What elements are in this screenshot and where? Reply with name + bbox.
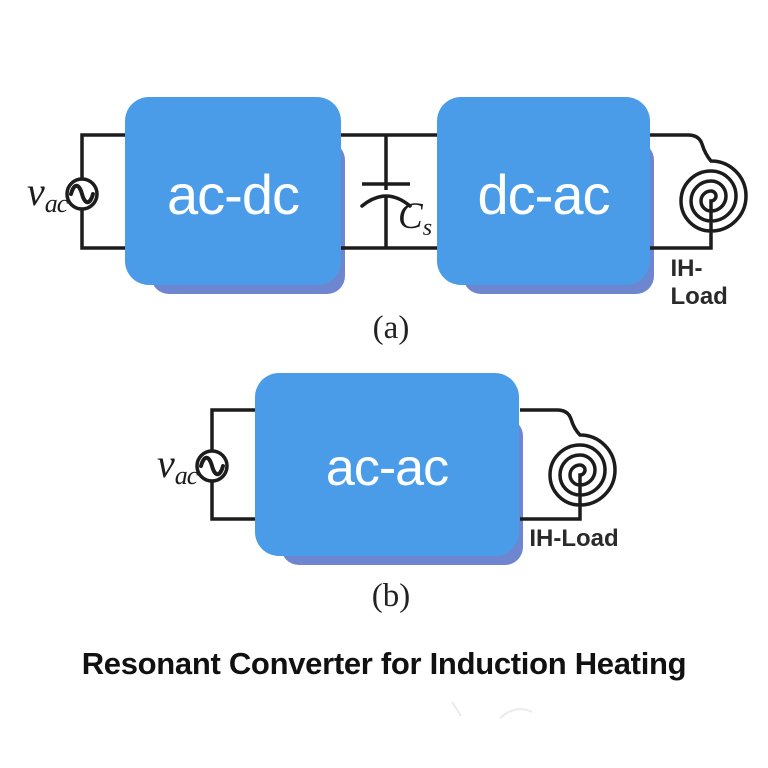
ih-coil-b	[520, 408, 617, 521]
capacitor-label-symbol: C	[398, 196, 423, 237]
ac-source-sine-b	[199, 455, 225, 477]
capacitor-label-subscript: s	[422, 215, 433, 241]
ih-coil-a	[650, 133, 748, 250]
ac-source-symbol-b	[195, 449, 229, 483]
source-label-a: vac	[27, 169, 69, 218]
ih-load-label-b: IH-Load	[529, 525, 619, 552]
capacitor-label: Cs	[398, 198, 432, 240]
ac-source-symbol-a	[65, 177, 99, 211]
block-ac-dc: ac-dc	[125, 97, 341, 285]
faint-watermark-squiggle	[451, 701, 533, 719]
panel-a-label: (a)	[372, 310, 410, 346]
source-label-b-symbol: v	[157, 441, 175, 486]
ih-load-label-a: IH-Load	[670, 255, 728, 310]
figure-caption: Resonant Converter for Induction Heating	[81, 646, 687, 681]
source-label-a-symbol: v	[27, 169, 45, 214]
source-label-b: vac	[157, 441, 199, 490]
block-ac-ac-label: ac-ac	[325, 438, 449, 497]
panel-b-label: (b)	[371, 578, 411, 614]
block-ac-dc-label: ac-dc	[167, 162, 300, 226]
source-label-a-subscript: ac	[44, 189, 69, 218]
block-dc-ac-label: dc-ac	[477, 162, 611, 226]
block-dc-ac: dc-ac	[437, 97, 650, 285]
source-label-b-subscript: ac	[174, 461, 199, 490]
ac-source-sine-a	[69, 183, 95, 205]
block-ac-ac: ac-ac	[255, 373, 519, 556]
capacitor-symbol	[360, 135, 412, 248]
capacitor-curved-plate	[360, 194, 412, 208]
